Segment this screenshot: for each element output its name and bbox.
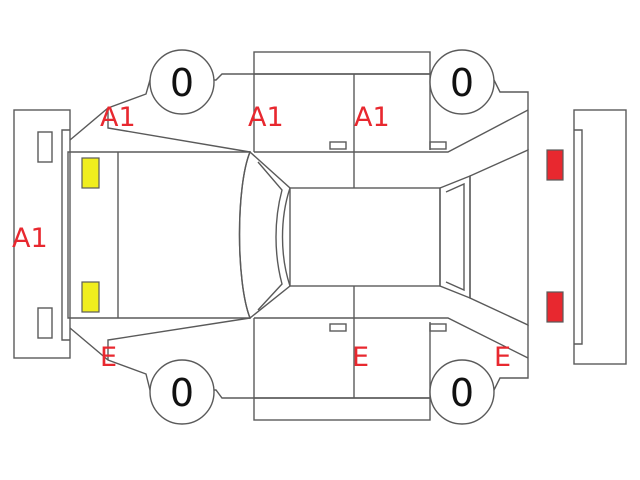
right-front-door-handle xyxy=(329,323,347,332)
marker-rear-right-door: E xyxy=(352,342,369,373)
left-front-door-handle xyxy=(329,141,347,150)
tire-front-right: 0 xyxy=(149,359,215,425)
marker-rear-left-door: A1 xyxy=(354,102,390,133)
marker-front-left-fender: A1 xyxy=(100,102,136,133)
rear-window xyxy=(439,174,471,300)
tire-rear-left: 0 xyxy=(429,49,495,115)
marker-rear-right-fender: E xyxy=(494,342,511,373)
tire-rear-right-value: 0 xyxy=(450,371,474,415)
tire-front-left: 0 xyxy=(149,49,215,115)
windshield xyxy=(238,150,291,320)
front-bumper-upper-slot xyxy=(37,131,53,163)
rear-bumper xyxy=(573,109,627,365)
front-light-upper xyxy=(81,157,100,189)
front-light-lower xyxy=(81,281,100,313)
rear-light-lower xyxy=(546,291,564,323)
tire-rear-left-value: 0 xyxy=(450,61,474,105)
marker-front-right-fender: E xyxy=(100,342,117,373)
tire-rear-right: 0 xyxy=(429,359,495,425)
right-side-sill xyxy=(253,397,431,421)
front-bumper xyxy=(13,109,71,359)
left-side-sill xyxy=(253,51,431,75)
left-rear-door-handle xyxy=(429,141,447,150)
roof-panel xyxy=(289,187,441,287)
marker-front-bumper: A1 xyxy=(12,223,48,254)
marker-front-left-door: A1 xyxy=(248,102,284,133)
right-rear-door-handle xyxy=(429,323,447,332)
trunk-panel xyxy=(469,148,529,327)
tire-front-right-value: 0 xyxy=(170,371,194,415)
tire-front-left-value: 0 xyxy=(170,61,194,105)
front-bumper-lower-slot xyxy=(37,307,53,339)
rear-light-upper xyxy=(546,149,564,181)
